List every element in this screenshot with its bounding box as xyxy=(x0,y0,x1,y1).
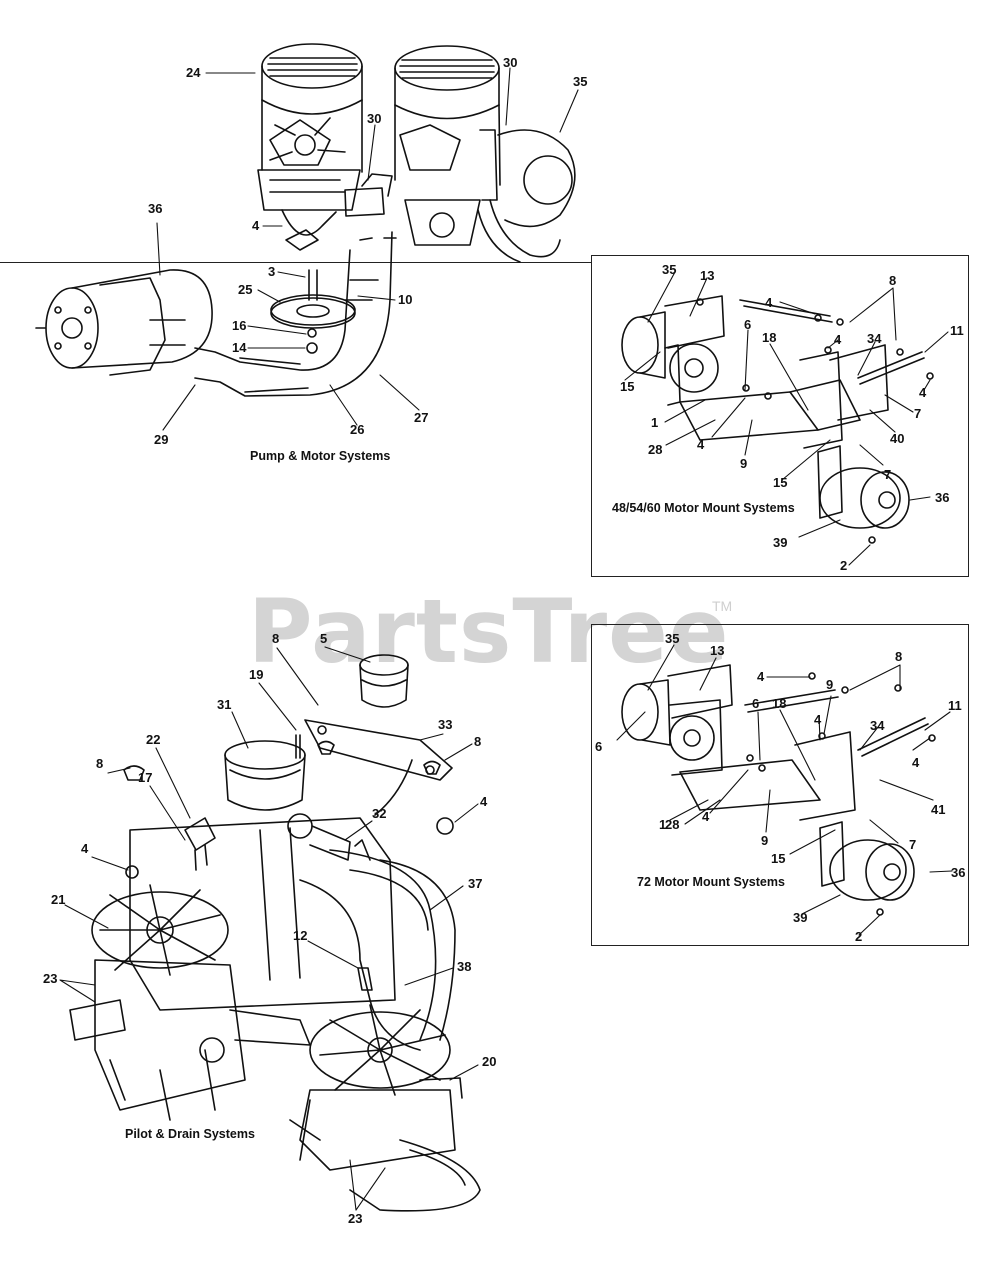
callout-16: 16 xyxy=(232,318,247,333)
callout-8: 8 xyxy=(895,649,903,664)
caption-mount-48: 48/54/60 Motor Mount Systems xyxy=(612,501,795,515)
callout-35: 35 xyxy=(662,262,677,277)
callout-12: 12 xyxy=(293,928,308,943)
callout-36: 36 xyxy=(951,865,966,880)
callout-37: 37 xyxy=(468,876,483,891)
caption-mount-72: 72 Motor Mount Systems xyxy=(637,875,785,889)
leader-lines xyxy=(59,67,953,1211)
callout-4: 4 xyxy=(757,669,765,684)
callout-13: 13 xyxy=(710,643,725,658)
callout-4: 4 xyxy=(697,437,705,452)
watermark-trademark: TM xyxy=(712,598,733,614)
callout-8: 8 xyxy=(96,756,104,771)
callout-40: 40 xyxy=(890,431,905,446)
callout-4: 4 xyxy=(702,809,710,824)
callout-4: 4 xyxy=(765,295,773,310)
callout-33: 33 xyxy=(438,717,453,732)
callout-1: 1 xyxy=(659,817,667,832)
mount-72-illustration xyxy=(621,664,936,916)
callout-21: 21 xyxy=(51,892,66,907)
pilot-drain-illustration xyxy=(69,654,481,1212)
caption-pilot-drain: Pilot & Drain Systems xyxy=(125,1127,255,1141)
mount-48-frame xyxy=(591,255,969,577)
callout-7: 7 xyxy=(914,406,922,421)
callout-15: 15 xyxy=(620,379,635,394)
callout-6: 6 xyxy=(595,739,603,754)
callout-11: 11 xyxy=(948,698,962,713)
callout-22: 22 xyxy=(146,732,161,747)
callout-10: 10 xyxy=(398,292,413,307)
callout-4: 4 xyxy=(252,218,260,233)
callout-29: 29 xyxy=(154,432,169,447)
callout-24: 24 xyxy=(186,65,201,80)
callout-39: 39 xyxy=(773,535,788,550)
callout-35: 35 xyxy=(573,74,588,89)
callout-25: 25 xyxy=(238,282,253,297)
callout-4: 4 xyxy=(834,332,842,347)
callout-8: 8 xyxy=(889,273,897,288)
pump-right-illustration xyxy=(394,45,576,263)
callout-32: 32 xyxy=(372,806,387,821)
section-divider xyxy=(0,262,592,263)
callout-1: 1 xyxy=(651,415,659,430)
callout-18: 18 xyxy=(762,330,777,345)
callout-9: 9 xyxy=(740,456,748,471)
callout-23: 23 xyxy=(348,1211,363,1226)
callout-36: 36 xyxy=(148,201,163,216)
callout-19: 19 xyxy=(249,667,264,682)
callout-15: 15 xyxy=(773,475,788,490)
callout-3: 3 xyxy=(268,264,276,279)
watermark: PartsTree xyxy=(248,580,730,683)
callout-35: 35 xyxy=(665,631,680,646)
callout-41: 41 xyxy=(931,802,946,817)
callout-36: 36 xyxy=(935,490,950,505)
callout-31: 31 xyxy=(217,697,232,712)
callout-4: 4 xyxy=(480,794,488,809)
callout-23: 23 xyxy=(43,971,58,986)
callout-20: 20 xyxy=(482,1054,497,1069)
callout-7: 7 xyxy=(909,837,917,852)
caption-pump-motor: Pump & Motor Systems xyxy=(250,449,391,463)
callout-4: 4 xyxy=(81,841,89,856)
callout-2: 2 xyxy=(840,558,848,573)
callout-5: 5 xyxy=(320,631,328,646)
callout-6: 6 xyxy=(752,696,760,711)
callout-18: 18 xyxy=(772,696,787,711)
callout-8: 8 xyxy=(474,734,482,749)
callout-11: 11 xyxy=(950,323,964,338)
callout-8: 8 xyxy=(272,631,280,646)
callout-6: 6 xyxy=(744,317,752,332)
callout-38: 38 xyxy=(457,959,472,974)
callout-30: 30 xyxy=(367,111,382,126)
callout-4: 4 xyxy=(912,755,920,770)
callout-27: 27 xyxy=(414,410,429,425)
callout-4: 4 xyxy=(919,385,927,400)
callout-7: 7 xyxy=(884,467,892,482)
mount-48-illustration xyxy=(621,295,934,544)
callout-4: 4 xyxy=(814,712,822,727)
callout-17: 17 xyxy=(138,770,153,785)
pulley-25-illustration xyxy=(270,269,356,354)
callout-28: 28 xyxy=(665,817,680,832)
hoses-26-27-illustration xyxy=(194,231,397,397)
callout-9: 9 xyxy=(761,833,769,848)
pump-left-illustration xyxy=(257,43,393,251)
callout-30: 30 xyxy=(503,55,518,70)
callout-13: 13 xyxy=(700,268,715,283)
callout-39: 39 xyxy=(793,910,808,925)
callout-2: 2 xyxy=(855,929,863,944)
callout-14: 14 xyxy=(232,340,247,355)
callout-34: 34 xyxy=(867,331,882,346)
mount-72-frame xyxy=(591,624,969,946)
callout-9: 9 xyxy=(826,677,834,692)
callout-26: 26 xyxy=(350,422,365,437)
callout-28: 28 xyxy=(648,442,663,457)
motor-36-illustration xyxy=(35,269,213,376)
callout-34: 34 xyxy=(870,718,885,733)
callout-15: 15 xyxy=(771,851,786,866)
